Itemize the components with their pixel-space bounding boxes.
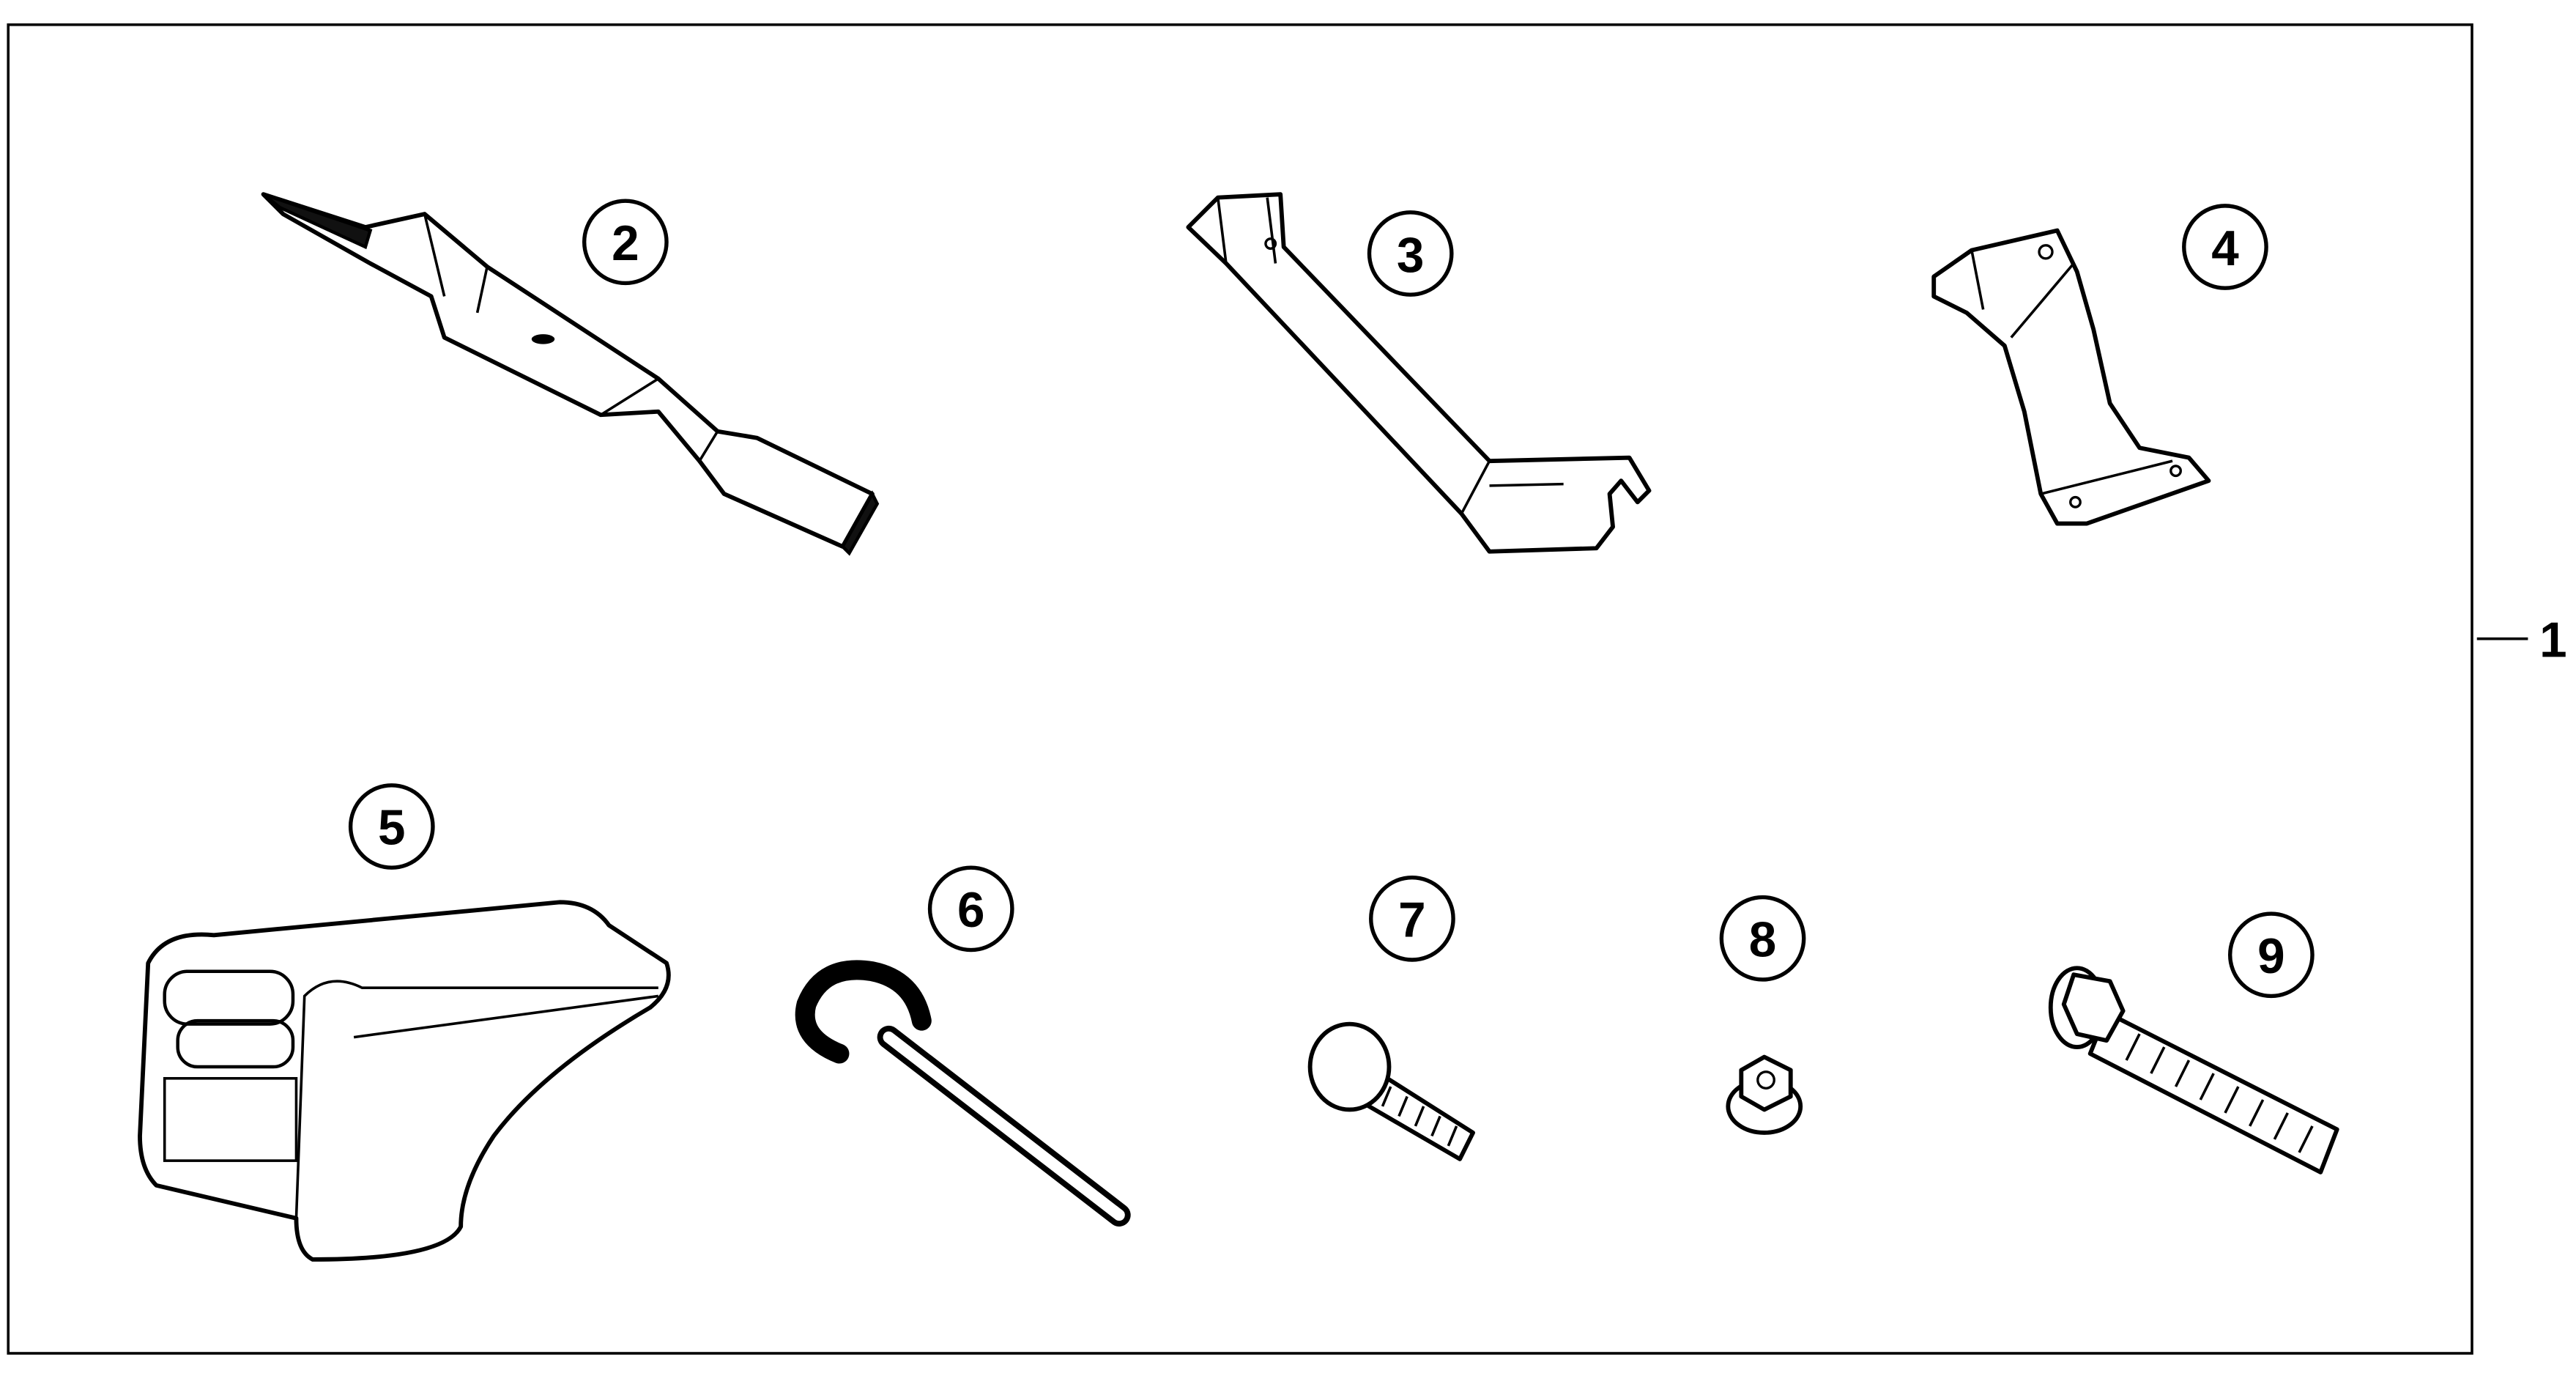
hook-pin-part (795, 960, 1131, 1227)
svg-text:5: 5 (378, 801, 405, 856)
callout-4: 4 (2182, 204, 2268, 290)
bracket-long-part (1186, 192, 1652, 554)
assembly-label: 1 (2539, 613, 2566, 668)
flange-nut-part (1726, 1054, 1803, 1135)
svg-text:6: 6 (957, 883, 984, 938)
svg-text:4: 4 (2211, 221, 2239, 276)
svg-text:2: 2 (612, 216, 639, 271)
flange-bolt-part (2048, 966, 2339, 1175)
svg-text:3: 3 (1397, 228, 1424, 283)
cover-part (138, 900, 671, 1262)
svg-text:9: 9 (2257, 929, 2284, 984)
svg-text:8: 8 (1749, 913, 1776, 968)
callout-7: 7 (1369, 875, 1455, 962)
callout-6: 6 (927, 865, 1014, 953)
callout-8: 8 (1719, 895, 1806, 982)
callout-3: 3 (1367, 210, 1454, 297)
blade-part (261, 192, 880, 556)
callout-5: 5 (348, 783, 435, 870)
carriage-bolt-part (1307, 1021, 1475, 1161)
kit-frame (7, 23, 2473, 1355)
bracket-short-part (1931, 228, 2211, 526)
svg-text:7: 7 (1398, 893, 1425, 948)
callout-9: 9 (2227, 911, 2315, 999)
callout-2: 2 (582, 199, 669, 286)
